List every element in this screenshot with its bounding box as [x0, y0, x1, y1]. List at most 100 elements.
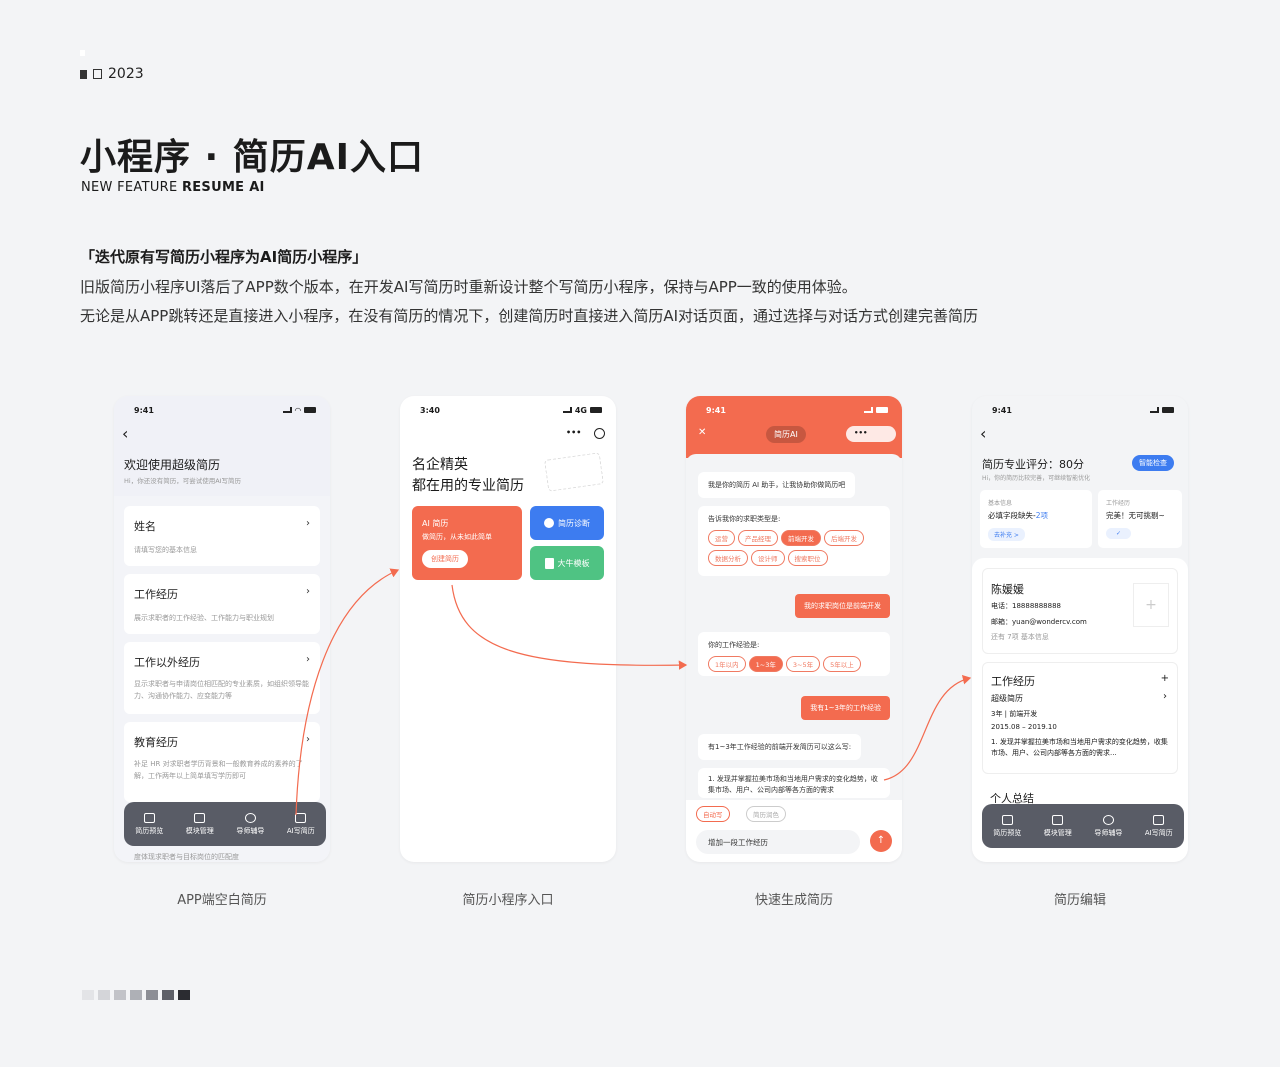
role-chip[interactable]: 运营 [708, 530, 735, 546]
add-icon[interactable]: + [1160, 673, 1169, 684]
tab-preview[interactable]: 简历预览 [135, 812, 164, 836]
status-bar: 9:41◠ [134, 404, 316, 416]
label-phone-3: 快速生成简历 [754, 893, 833, 908]
status-bar: 9:41 [706, 404, 888, 416]
tab-modules[interactable]: 模块管理 [186, 812, 214, 836]
battery-icon [590, 407, 602, 413]
years-chip[interactable]: 1~3年 [748, 656, 783, 672]
send-button[interactable]: ↑ [870, 830, 892, 852]
photo-placeholder-icon[interactable]: + [1133, 583, 1169, 627]
tab-mentor[interactable]: 导师辅导 [236, 812, 264, 836]
back-button[interactable]: ‹ [980, 424, 987, 443]
subtitle-bold: RESUME AI [181, 180, 265, 195]
role-chip[interactable]: 产品经理 [738, 530, 778, 546]
basic-info-card[interactable]: 基本信息 必填字段缺失-2项 去补充 > [980, 490, 1092, 548]
phone-app-blank-resume: 9:41◠ ‹ 欢迎使用超级简历 Hi，你还没有简历，可尝试使用AI写简历 姓名… [114, 396, 330, 862]
section-title: 「迭代原有写简历小程序为AI简历小程序」 [80, 248, 368, 266]
capsule-menu[interactable]: ••• [846, 426, 896, 442]
work-experience-card[interactable]: 工作经历 + 超级简历 › 3年 | 前端开发 2015.08 – 2019.1… [982, 662, 1178, 774]
welcome-hint: Hi，你还没有简历，可尝试使用AI写简历 [124, 477, 242, 485]
pulse-icon [544, 518, 554, 528]
card-desc: 请填写您的基本信息 [134, 546, 197, 554]
card-title: 工作经历 [134, 588, 178, 601]
hero-line-1: 名企精英 [412, 457, 468, 473]
template-button[interactable]: 大牛模板 [530, 546, 604, 580]
signal-icon [562, 407, 572, 413]
card-desc: 补足 HR 对求职者学历背景和一般教育养成的素养的了解，工作两年以上简单填写学历… [134, 760, 303, 780]
score-title: 简历专业评分：80分 [982, 458, 1084, 471]
smart-check-button[interactable]: 智能检查 [1132, 455, 1174, 471]
profile-card[interactable]: 陈媛媛 电话：18888888888 邮箱：yuan@wondercv.com … [982, 568, 1178, 654]
create-resume-button[interactable]: 创建简历 [422, 550, 468, 568]
years-chip[interactable]: 5年以上 [823, 656, 861, 672]
label-phone-2: 简历小程序入口 [462, 893, 554, 908]
document-icon [544, 557, 554, 569]
hero-line-2: 都在用的专业简历 [412, 478, 524, 494]
diagnosis-button[interactable]: 简历诊断 [530, 506, 604, 540]
preview-icon [143, 812, 155, 823]
profile-name: 陈媛媛 [991, 583, 1024, 596]
signal-icon [864, 407, 873, 413]
tab-mentor[interactable]: 导师辅导 [1094, 814, 1123, 838]
arrow-app-to-mini [295, 568, 400, 816]
target-close-icon[interactable] [594, 428, 605, 439]
diagnosis-label: 简历诊断 [558, 518, 590, 528]
signal-icon [282, 407, 292, 413]
years-chip[interactable]: 3~5年 [785, 656, 821, 672]
tab-ai-write[interactable]: AI写简历 [1145, 814, 1173, 838]
tab-ai-write[interactable]: AI写简历 [287, 812, 315, 836]
close-icon[interactable]: ✕ [698, 427, 707, 438]
work-check-card[interactable]: 工作经历 完美！无可挑剔~ ✓ [1098, 490, 1182, 548]
mentor-icon [1102, 814, 1114, 825]
role-chip[interactable]: 设计师 [751, 550, 785, 566]
auto-write-button[interactable]: 自动写 [696, 806, 730, 822]
profile-email: 邮箱：yuan@wondercv.com [991, 618, 1087, 626]
card-title: 教育经历 [134, 736, 178, 749]
ai-card-desc: 做简历，从未如此简单 [422, 533, 492, 541]
arrow-chat-to-editor [883, 675, 972, 781]
card-name[interactable]: 姓名›请填写您的基本信息 [124, 506, 320, 566]
role-chip[interactable]: 后端开发 [824, 530, 864, 546]
basic-card-value: 必填字段缺失-2项 [988, 510, 1048, 521]
role-chip[interactable]: 搜索职位 [787, 550, 828, 566]
header-year: 2023 [80, 66, 144, 82]
battery-icon [304, 407, 316, 413]
header-mark [80, 50, 85, 56]
ai-resume-card[interactable]: AI 简历 做简历，从未如此简单 创建简历 [412, 506, 522, 580]
years-chip[interactable]: 1年以内 [708, 656, 746, 672]
tab-label: 模块管理 [1043, 828, 1072, 837]
back-button[interactable]: ‹ [122, 424, 129, 443]
card-work[interactable]: 工作经历›展示求职者的工作经验、工作能力与职业规划 [124, 574, 320, 634]
page-subtitle: NEW FEATURE RESUME AI [81, 180, 265, 195]
card-other-experience[interactable]: 工作以外经历›显示求职者与申请岗位相匹配的专业素质，如组织领导能力、沟通协作能力… [124, 642, 320, 714]
tab-preview[interactable]: 简历预览 [993, 814, 1021, 838]
logo-box-icon [93, 69, 102, 79]
label-phone-1: APP端空白简历 [177, 893, 267, 908]
work-card-value: 完美！无可挑剔~ [1106, 511, 1165, 520]
role-chip[interactable]: 数据分析 [708, 550, 748, 566]
card-education[interactable]: 教育经历›补足 HR 对求职者学历背景和一般教育养成的素养的了解，工作两年以上简… [124, 722, 320, 802]
chat-body-edge [686, 454, 902, 464]
role-chip[interactable]: 前端开发 [781, 530, 821, 546]
chat-input[interactable]: 增加一段工作经历 [696, 830, 860, 854]
status-time: 9:41 [134, 405, 154, 415]
chat-icon [1153, 814, 1165, 825]
label-phone-4: 简历编辑 [1053, 893, 1106, 908]
job-desc: 1. 发现并掌握拉美市场和当地用户需求的变化趋势，收集市场、用户、公司内部等各方… [991, 738, 1168, 757]
tab-label: 导师辅导 [1094, 828, 1123, 837]
progress-dashes [82, 990, 190, 1000]
years-question-text: 你的工作经验是: [708, 641, 760, 649]
tab-label: 简历预览 [135, 826, 164, 835]
tab-modules[interactable]: 模块管理 [1043, 814, 1072, 838]
check-icon: ✓ [1106, 528, 1132, 539]
company-name: 超级简历 [991, 694, 1023, 703]
chat-icon [295, 812, 307, 823]
polish-button[interactable]: 简历润色 [746, 806, 786, 822]
template-label: 大牛模板 [557, 558, 590, 568]
subtitle-plain: NEW FEATURE [81, 180, 182, 195]
more-button[interactable]: ••• [566, 428, 582, 437]
arrow-mini-to-chat [451, 584, 688, 670]
chevron-right-icon: › [306, 586, 310, 597]
fill-in-button[interactable]: 去补充 > [988, 528, 1025, 541]
